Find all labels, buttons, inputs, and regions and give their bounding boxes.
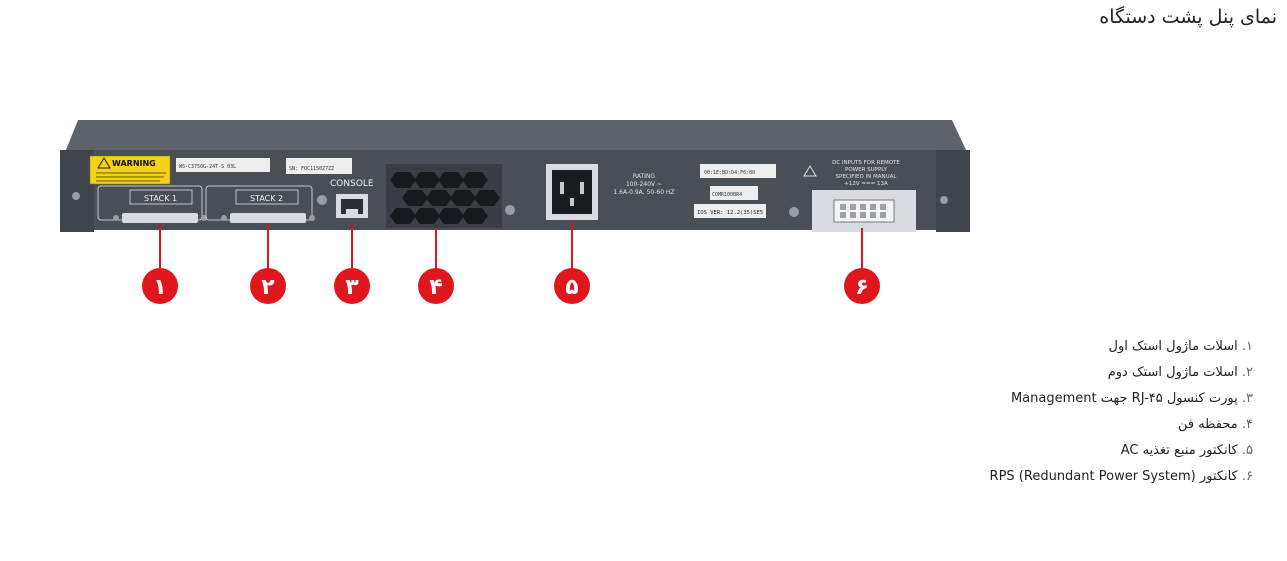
list-item: ۱. اسلات ماژول استک اول [1108,339,1254,354]
page-title: نمای پنل پشت دستگاه [1099,6,1277,28]
dc-input-text: +12V === 13A [844,181,888,187]
svg-text:۳: ۳ [345,275,359,300]
serial-sticker [286,158,352,174]
stack-2-label: STACK 2 [250,194,283,203]
svg-text:۶: ۶ [855,275,868,300]
list-item: ۵. کانکتور منبع تغذیه AC [1120,443,1253,458]
callout-4: ۴ [418,268,454,304]
dc-input-text: DC INPUTS FOR REMOTE [832,160,900,166]
warning-triangle-icon [803,165,817,177]
svg-text:۲: ۲ [261,275,275,300]
list-item: ۳. پورت کنسول RJ-۴۵ جهت Management [1010,391,1253,406]
rating-voltage: 100-240V ~ [626,181,662,188]
chassis-top [66,120,966,150]
stack-2-connector [230,213,306,223]
serial-sticker [176,158,270,172]
screw-icon [940,196,948,204]
ios-sticker [694,204,766,218]
stack-1-connector [122,213,198,223]
console-label: CONSOLE [330,179,374,189]
svg-text:۵: ۵ [565,275,578,300]
list-item: ۴. محفظه فن [1177,417,1253,432]
list-item: ۶. کانکتور RPS (Redundant Power System) [989,469,1253,484]
rating-current: 1.6A-0.9A, 50-60 HZ [613,189,674,196]
callout-lines [159,222,863,272]
callout-3: ۳ [334,268,370,304]
svg-text:۴: ۴ [429,275,442,300]
sticker-text: SN: FOC1150Z7ZZ [289,166,334,172]
callout-5: ۵ [554,268,590,304]
mac-sticker [700,164,776,178]
legend-list: ۱. اسلات ماژول استک اول ۲. اسلات ماژول ا… [990,336,1253,492]
rating-label: RATING [633,173,655,180]
sticker-text: 00:1E:BD:D4:F6:00 [704,170,755,176]
callout-2: ۲ [250,268,286,304]
warning-label [89,155,171,185]
callout-6: ۶ [844,268,880,304]
model-sticker [710,186,758,200]
switch-rear-panel-image: WARNING WS-C3750G-24T-S 03L SN: FOC1150Z… [60,120,970,304]
warning-label-text: WARNING [112,159,156,168]
right-mount-ear [936,150,970,232]
dc-input-text: POWER SUPPLY [845,167,888,173]
screw-icon [72,192,80,200]
list-item: ۲. اسلات ماژول استک دوم [1107,365,1253,380]
sticker-text: COMR100BR4 [712,192,742,198]
ios-version-text: IOS VER: 12.2(35)SE5 [697,210,763,216]
warning-triangle-icon [97,157,111,169]
sticker-text: WS-C3750G-24T-S 03L [179,164,236,170]
svg-text:۱: ۱ [153,275,166,300]
dc-input-text: SPECIFIED IN MANUAL [836,174,898,180]
stack-1-label: STACK 1 [144,194,177,203]
fan-grille [386,164,502,228]
left-mount-ear [60,150,94,232]
callout-1: ۱ [142,268,178,304]
